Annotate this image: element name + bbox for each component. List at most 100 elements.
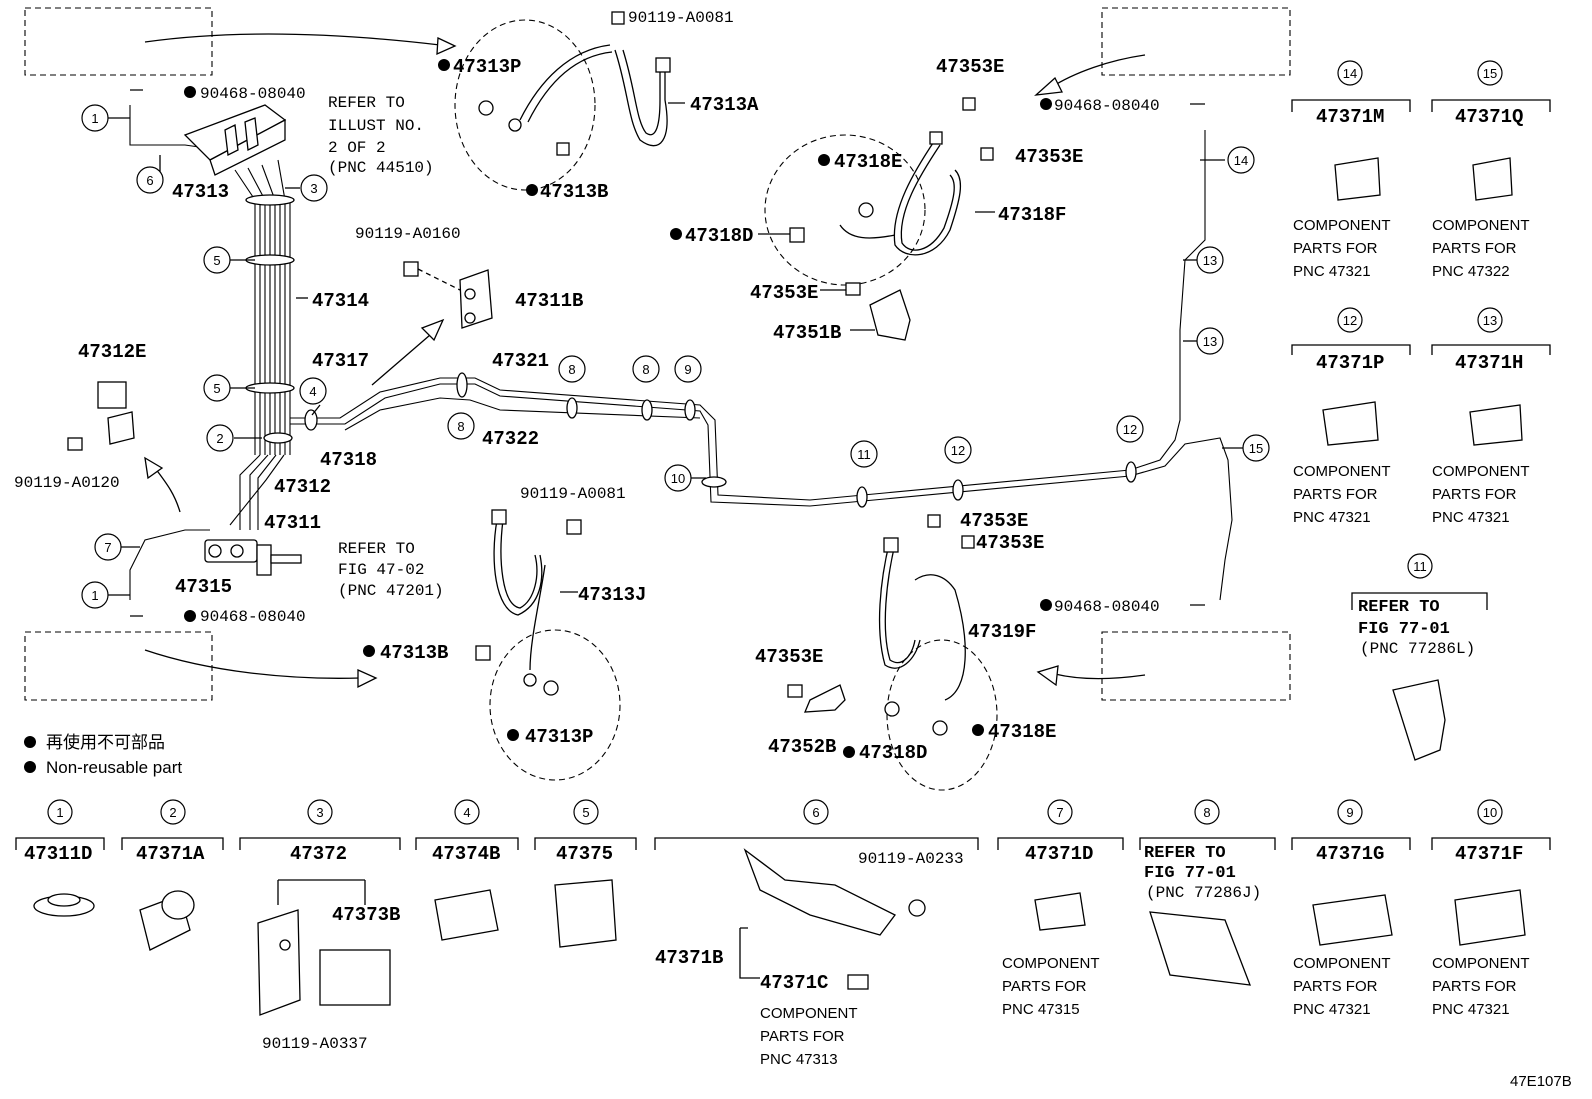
label-47351B: 47351B <box>773 322 841 344</box>
svg-text:14: 14 <box>1343 66 1357 81</box>
label-90468-bl: 90468-08040 <box>200 608 306 626</box>
svg-text:PARTS FOR: PARTS FOR <box>1002 978 1087 995</box>
callout-7: 7 <box>94 533 122 561</box>
svg-text:PNC 47321: PNC 47321 <box>1432 509 1510 526</box>
svg-text:(PNC 77286L): (PNC 77286L) <box>1360 640 1475 658</box>
figure-id: 47E107B <box>1510 1073 1572 1090</box>
note-refer-illust-3: 2 OF 2 <box>328 139 386 157</box>
svg-text:11: 11 <box>1413 559 1427 574</box>
component-drawings <box>33 157 1526 1016</box>
brackets <box>67 261 493 451</box>
label-90119-A0337: 90119-A0337 <box>262 1035 368 1053</box>
label-47314: 47314 <box>312 290 369 312</box>
svg-text:COMPONENT: COMPONENT <box>1293 217 1391 234</box>
svg-text:2: 2 <box>169 805 176 820</box>
label-47311B: 47311B <box>515 290 583 312</box>
label-47373B: 47373B <box>332 904 400 926</box>
label-47371G: 47371G <box>1316 843 1384 865</box>
svg-text:COMPONENT: COMPONENT <box>1432 955 1530 972</box>
legend-ja: 再使用不可部品 <box>46 732 165 752</box>
label-47352B: 47352B <box>768 736 836 758</box>
label-90468-tr: 90468-08040 <box>1054 97 1160 115</box>
svg-text:7: 7 <box>1056 805 1063 820</box>
svg-text:2: 2 <box>216 431 223 446</box>
label-47371A: 47371A <box>136 843 205 865</box>
label-47374B: 47374B <box>432 843 500 865</box>
svg-text:8: 8 <box>1203 805 1210 820</box>
svg-text:PARTS FOR: PARTS FOR <box>760 1028 845 1045</box>
note-refer-illust-4: (PNC 44510) <box>328 159 434 177</box>
brake-pipes <box>129 105 1233 601</box>
callout-4: 4 <box>299 377 327 405</box>
pipe-clamps <box>245 194 1137 508</box>
label-47319F: 47319F <box>968 621 1036 643</box>
part-labels: 47313P 90119-A0081 47313A 47313B 90468-0… <box>14 9 1160 764</box>
label-47318E-top: 47318E <box>834 151 902 173</box>
label-47318D-bot: 47318D <box>859 742 927 764</box>
label-47311D: 47311D <box>24 843 92 865</box>
label-47318E-bot: 47318E <box>988 721 1056 743</box>
svg-text:PNC 47322: PNC 47322 <box>1432 263 1510 280</box>
label-47371M: 47371M <box>1316 106 1384 128</box>
callout-5a: 5 <box>203 246 231 274</box>
svg-text:8: 8 <box>457 419 464 434</box>
svg-text:15: 15 <box>1249 441 1263 456</box>
label-47311: 47311 <box>264 512 321 534</box>
svg-text:5: 5 <box>213 253 220 268</box>
svg-text:(PNC 77286J): (PNC 77286J) <box>1146 884 1261 902</box>
note-refer-fig4702-3: (PNC 47201) <box>338 582 444 600</box>
callout-3: 3 <box>300 174 328 202</box>
svg-text:PARTS FOR: PARTS FOR <box>1293 486 1378 503</box>
svg-text:5: 5 <box>213 381 220 396</box>
svg-text:9: 9 <box>1346 805 1353 820</box>
label-47312: 47312 <box>274 476 331 498</box>
svg-text:1: 1 <box>91 588 98 603</box>
label-47313P-bot: 47313P <box>525 726 593 748</box>
svg-text:9: 9 <box>684 362 691 377</box>
svg-text:13: 13 <box>1203 253 1217 268</box>
svg-text:PNC 47321: PNC 47321 <box>1432 1001 1510 1018</box>
svg-text:6: 6 <box>146 173 153 188</box>
svg-text:1: 1 <box>91 111 98 126</box>
svg-text:10: 10 <box>671 471 685 486</box>
callout-8c: 8 <box>632 355 660 383</box>
label-47318: 47318 <box>320 449 377 471</box>
label-47353E-1: 47353E <box>936 56 1004 78</box>
svg-text:FIG 77-01: FIG 77-01 <box>1144 864 1236 883</box>
callout-1a: 1 <box>81 104 109 132</box>
svg-text:COMPONENT: COMPONENT <box>1432 463 1530 480</box>
callout-8a: 8 <box>447 412 475 440</box>
label-90468-br: 90468-08040 <box>1054 598 1160 616</box>
svg-text:PARTS FOR: PARTS FOR <box>1432 978 1517 995</box>
label-47313P-top: 47313P <box>453 56 521 78</box>
svg-text:PNC 47321: PNC 47321 <box>1293 1001 1371 1018</box>
svg-text:14: 14 <box>1234 153 1248 168</box>
svg-text:8: 8 <box>642 362 649 377</box>
label-frames <box>15 99 1551 979</box>
note-refer-illust-1: REFER TO <box>328 94 405 112</box>
callout-11: 11 <box>850 440 878 468</box>
callout-12a: 12 <box>944 436 972 464</box>
svg-text:12: 12 <box>1123 422 1137 437</box>
label-47313J: 47313J <box>578 584 646 606</box>
svg-text:1: 1 <box>56 805 63 820</box>
svg-text:PNC 47315: PNC 47315 <box>1002 1001 1080 1018</box>
label-47371C: 47371C <box>760 972 828 994</box>
label-47353E-4: 47353E <box>960 510 1028 532</box>
bottom-component-boxes: 47311D 47371A 47372 47373B 90119-A0337 4… <box>24 843 1530 1068</box>
note-refer-fig4702-2: FIG 47-02 <box>338 561 424 579</box>
svg-text:12: 12 <box>1343 313 1357 328</box>
label-47371Q: 47371Q <box>1455 106 1523 128</box>
inset-frames <box>24 7 1291 701</box>
callout-8b: 8 <box>558 355 586 383</box>
svg-text:REFER TO: REFER TO <box>1358 598 1440 617</box>
label-47318F: 47318F <box>998 204 1066 226</box>
svg-text:COMPONENT: COMPONENT <box>1293 463 1391 480</box>
svg-text:PARTS FOR: PARTS FOR <box>1293 978 1378 995</box>
svg-text:6: 6 <box>812 805 819 820</box>
label-47318D-top: 47318D <box>685 225 753 247</box>
label-90468-tl: 90468-08040 <box>200 85 306 103</box>
label-47315: 47315 <box>175 576 232 598</box>
label-47313B-bot: 47313B <box>380 642 448 664</box>
